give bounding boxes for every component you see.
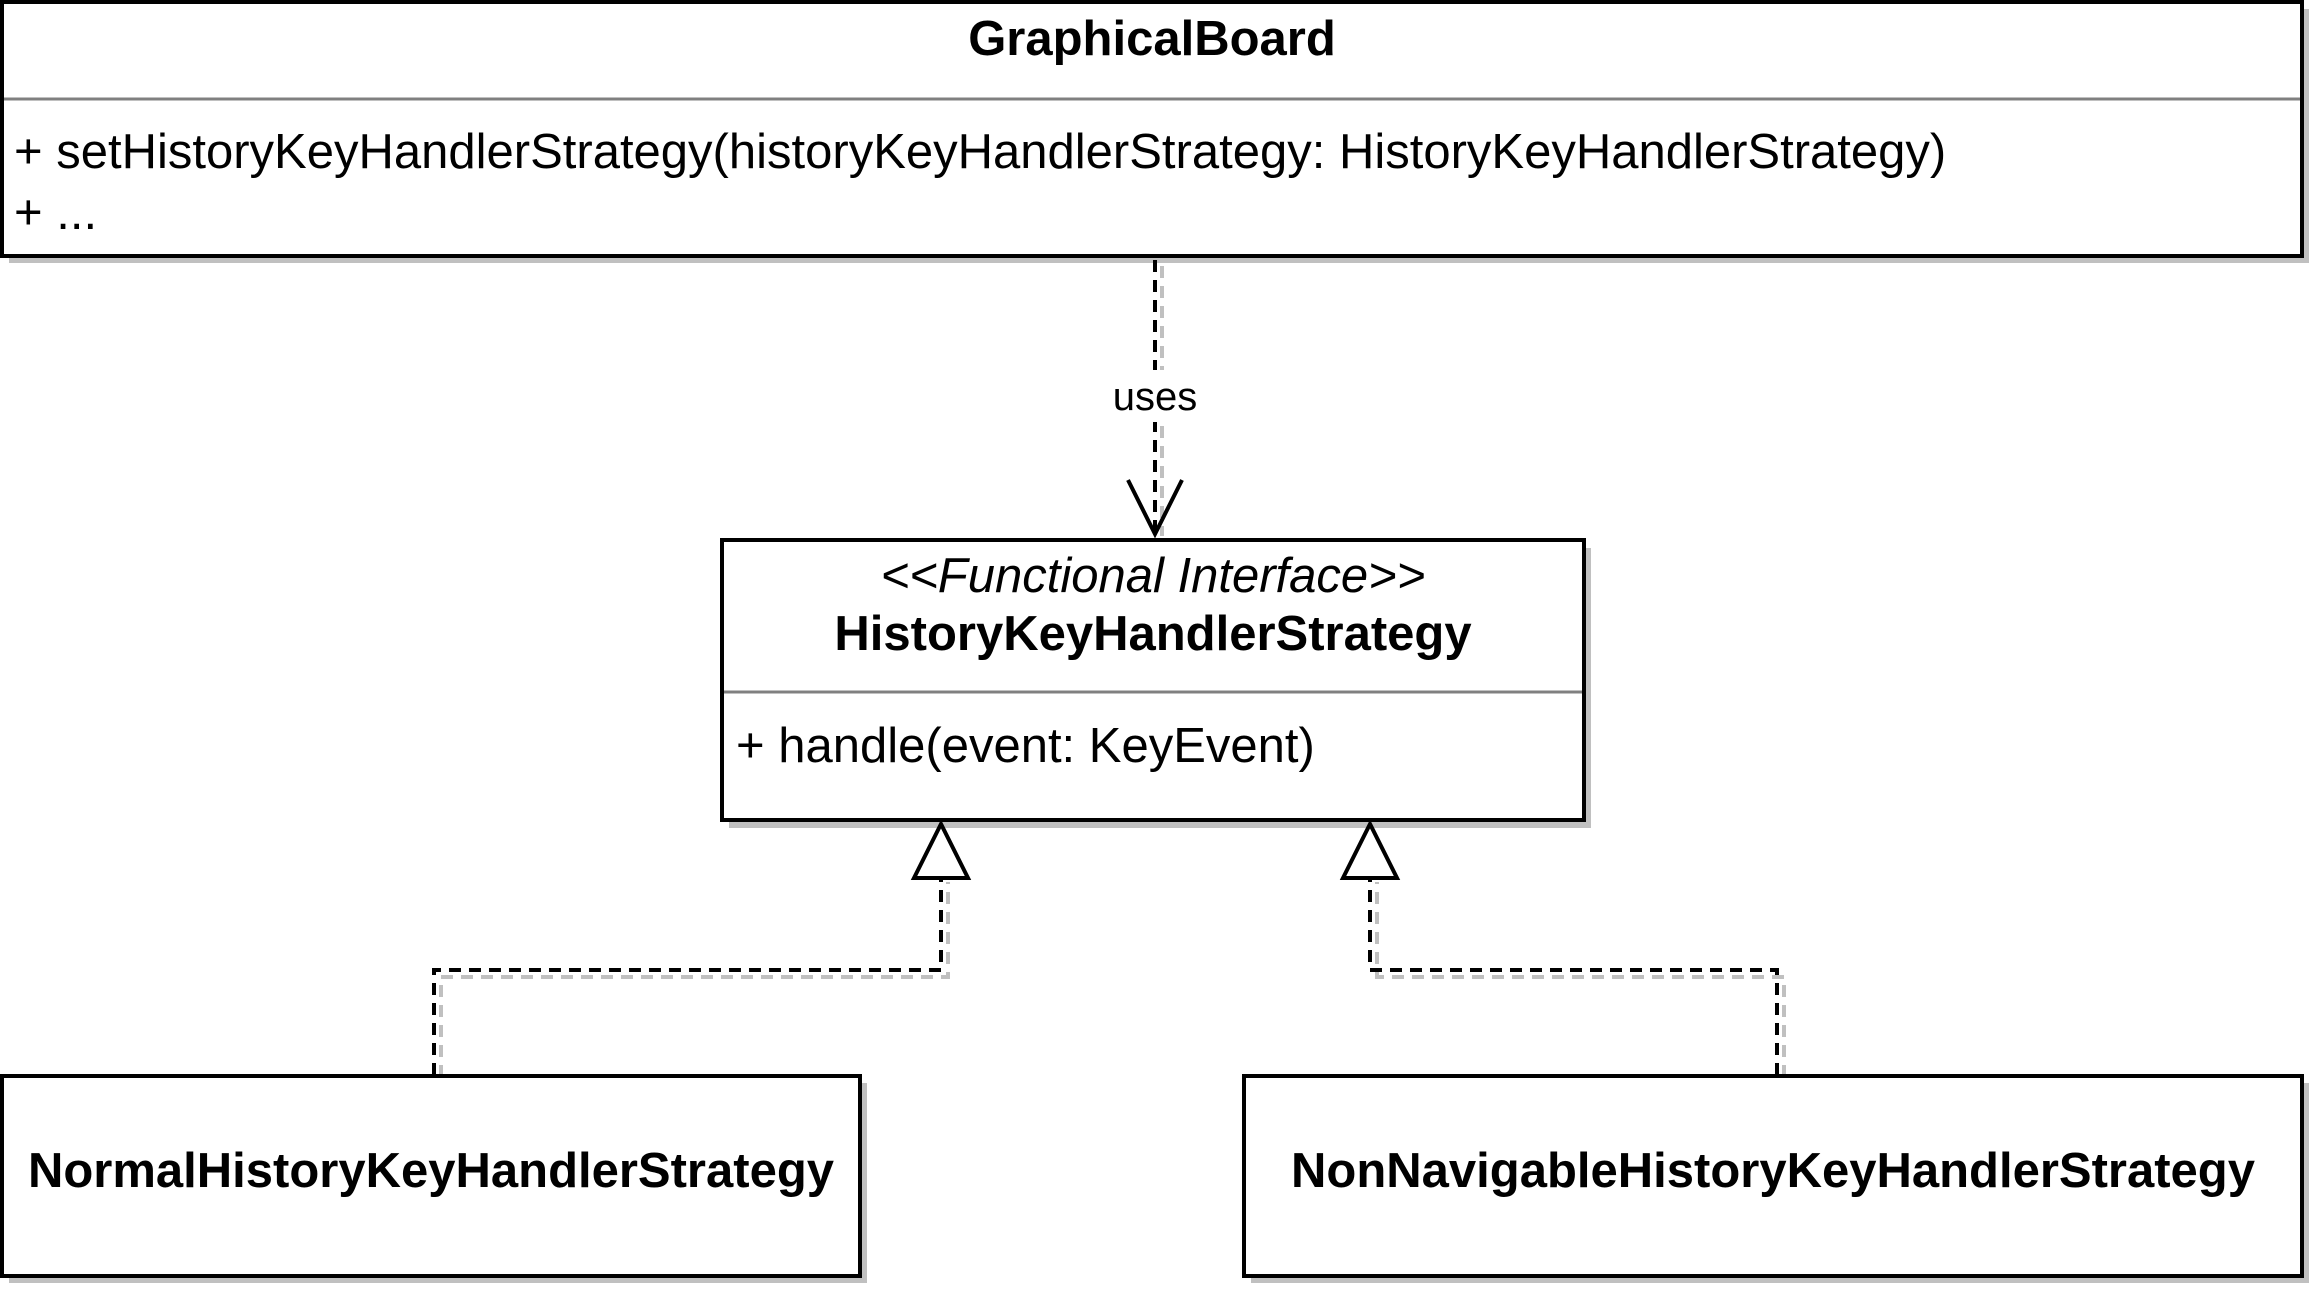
class-name: GraphicalBoard: [968, 12, 1336, 66]
class-box: [1242, 1074, 2304, 1278]
interface-history-key-handler-strategy[interactable]: <<Functional Interface>> HistoryKeyHandl…: [720, 538, 1586, 822]
open-arrowhead-icon: [1126, 479, 1184, 539]
stereotype-label: <<Functional Interface>>: [881, 549, 1426, 603]
method-handle: + handle(event: KeyEvent): [736, 719, 1315, 773]
normal-realization-triangle-icon: [910, 819, 972, 880]
method-ellipsis: + ...: [14, 186, 97, 240]
class-box: [0, 0, 2304, 258]
class-name: NormalHistoryKeyHandlerStrategy: [28, 1144, 834, 1198]
class-name: NonNavigableHistoryKeyHandlerStrategy: [1291, 1144, 2255, 1198]
uses-label-background: [1100, 370, 1212, 422]
normal-realization-edge[interactable]: [432, 880, 950, 1077]
non-navigable-realization-triangle-icon: [1339, 819, 1401, 880]
class-graphical-board[interactable]: GraphicalBoard + setHistoryKeyHandlerStr…: [0, 0, 2304, 258]
class-name: HistoryKeyHandlerStrategy: [834, 607, 1471, 661]
method-set-history-key-handler-strategy: + setHistoryKeyHandlerStrategy(historyKe…: [14, 125, 1946, 179]
uses-label: uses: [1113, 375, 1198, 419]
non-navigable-realization-edge[interactable]: [1368, 880, 1786, 1077]
uses-dependency-edge[interactable]: [1126, 260, 1184, 539]
class-non-navigable-history-key-handler-strategy[interactable]: NonNavigableHistoryKeyHandlerStrategy: [1242, 1074, 2304, 1278]
class-box: [0, 1074, 862, 1278]
class-box: [720, 538, 1586, 822]
class-normal-history-key-handler-strategy[interactable]: NormalHistoryKeyHandlerStrategy: [0, 1074, 862, 1278]
